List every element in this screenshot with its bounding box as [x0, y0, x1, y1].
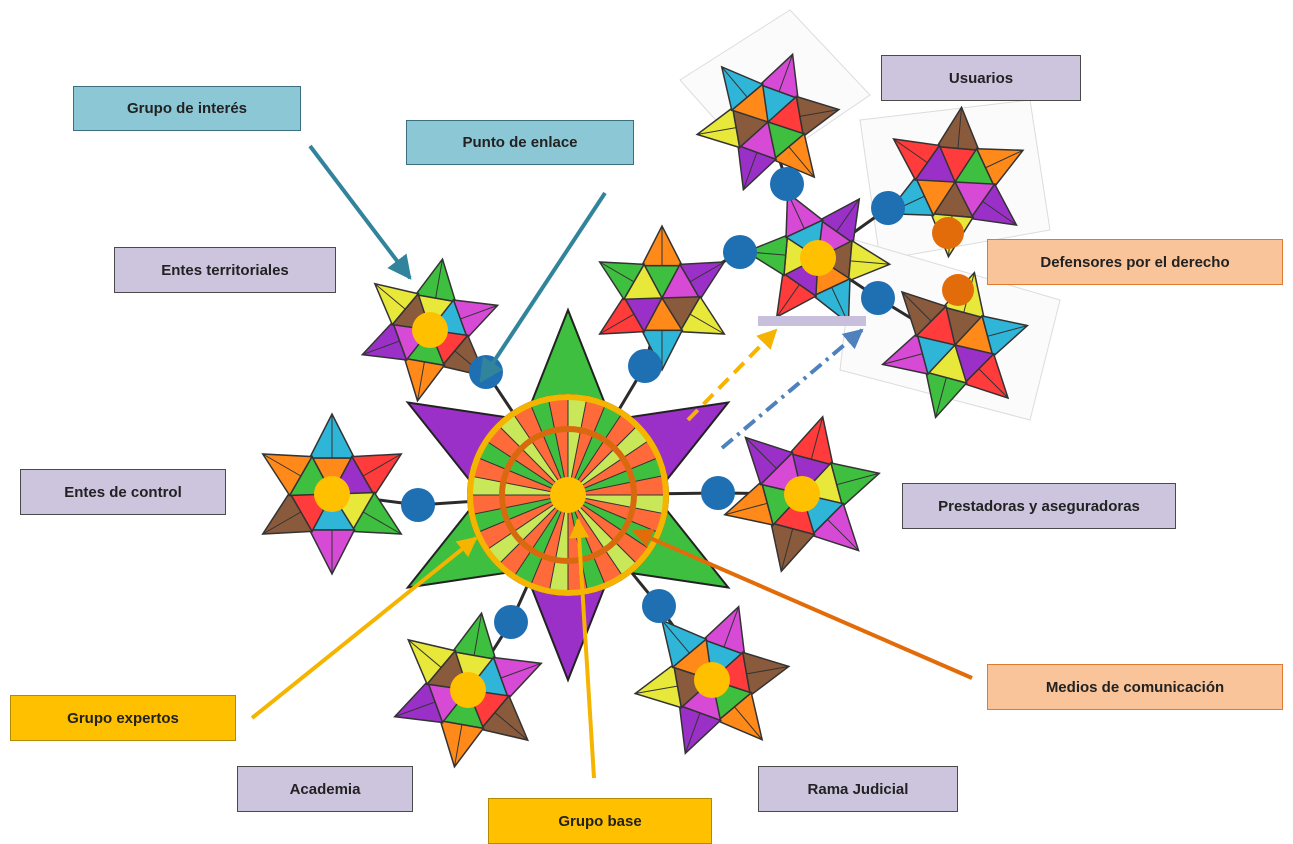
petal — [900, 290, 957, 347]
medios-arrow — [632, 529, 973, 680]
link-node — [401, 488, 435, 522]
medios-label: Medios de comunicación — [987, 664, 1283, 710]
punto-enlace-label: Punto de enlace — [406, 120, 634, 165]
petal — [953, 314, 1030, 358]
center-node — [412, 312, 448, 348]
petal — [953, 147, 1025, 189]
defensores-label: Defensores por el derecho — [987, 239, 1283, 285]
link-node — [871, 191, 905, 225]
star-point — [527, 580, 609, 683]
petal — [766, 95, 841, 138]
petal — [633, 663, 714, 710]
link-node — [642, 589, 676, 623]
link-node — [701, 476, 735, 510]
petal — [953, 343, 1010, 400]
link-node — [770, 167, 804, 201]
link-node — [861, 281, 895, 315]
grupo-base-label: Grupo base — [488, 798, 712, 844]
link-node — [723, 235, 757, 269]
petal — [451, 611, 498, 692]
grupo-expertos-ring — [467, 394, 669, 596]
flower-link-left — [598, 224, 726, 372]
center-node — [694, 662, 730, 698]
petal — [880, 332, 957, 376]
petal — [414, 257, 457, 332]
center-nodes — [314, 240, 836, 708]
petal — [403, 328, 446, 403]
rama-judicial-label: Rama Judicial — [758, 766, 958, 812]
grupo-interes-arrow — [308, 144, 412, 280]
grupo-interes-label: Grupo de interés — [73, 86, 301, 131]
center-node — [550, 477, 586, 513]
grupo-expertos-arrow — [250, 536, 478, 720]
petal — [758, 52, 800, 124]
entes-territoriales-label: Entes territoriales — [114, 247, 336, 293]
petal — [598, 261, 664, 301]
center-node — [800, 240, 836, 276]
defender-node — [932, 217, 964, 249]
grupo-base-arrow — [569, 518, 596, 779]
link-node — [494, 605, 528, 639]
link-nodes — [401, 167, 905, 639]
petal — [695, 106, 770, 149]
petal — [710, 650, 791, 697]
flower-usuarios-right — [885, 105, 1025, 259]
star-point — [527, 307, 609, 410]
petal — [736, 120, 778, 192]
center-node — [450, 672, 486, 708]
academia-label: Academia — [237, 766, 413, 812]
petal — [892, 138, 957, 183]
entes-control-label: Entes de control — [20, 469, 226, 515]
blue-dashdot-arrow — [720, 328, 864, 450]
petal — [720, 65, 769, 124]
grupo-expertos-label: Grupo expertos — [10, 695, 236, 741]
arrows — [250, 144, 973, 779]
center-node — [314, 476, 350, 512]
link-node — [628, 349, 662, 383]
petal — [598, 295, 664, 335]
connector-bar — [758, 316, 866, 326]
defender-node — [942, 274, 974, 306]
prestadoras-label: Prestadoras y aseguradoras — [902, 483, 1176, 529]
usuarios-label: Usuarios — [881, 55, 1081, 101]
punto-enlace-arrow — [479, 191, 607, 384]
grupo-base-ring — [499, 426, 637, 564]
flower-usuarios — [695, 52, 841, 192]
center-node — [784, 476, 820, 512]
flower-entes-control — [261, 412, 403, 576]
